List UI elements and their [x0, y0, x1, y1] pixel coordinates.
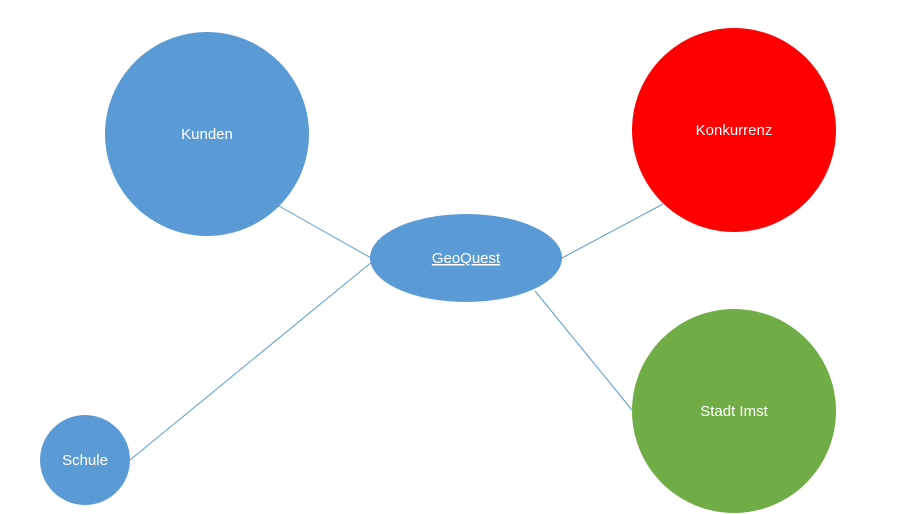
node-schule[interactable] [40, 415, 130, 505]
connector-stadt-imst [534, 290, 633, 411]
node-stadt-imst-label: Stadt Imst [700, 403, 768, 420]
connector-kunden [278, 205, 372, 259]
connector-konkurrenz [561, 203, 664, 259]
node-geoquest[interactable] [370, 214, 562, 302]
node-kunden-label: Kunden [181, 126, 233, 143]
node-schule-label: Schule [62, 452, 108, 469]
connector-schule [129, 260, 374, 461]
node-kunden[interactable] [105, 32, 309, 236]
node-geoquest-label: GeoQuest [432, 250, 501, 267]
node-konkurrenz[interactable] [632, 28, 836, 232]
node-konkurrenz-label: Konkurrenz [696, 122, 773, 139]
node-stadt-imst[interactable] [632, 309, 836, 513]
